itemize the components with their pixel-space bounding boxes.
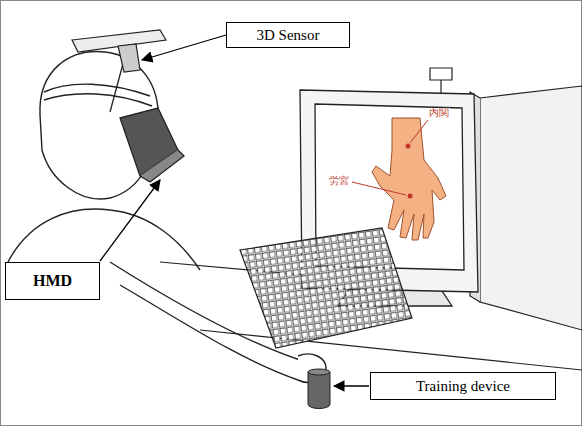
training-device-part <box>308 369 330 375</box>
hand-picture-part <box>410 120 428 143</box>
sensor-mount <box>72 30 166 72</box>
person-part <box>44 94 152 106</box>
keyboard <box>240 228 412 348</box>
person-part <box>110 262 300 360</box>
head-mounted-display <box>110 60 184 182</box>
desk <box>160 68 582 370</box>
desk-part <box>430 68 452 80</box>
keyboard-part <box>240 228 412 348</box>
head-mounted-display-part <box>140 150 184 182</box>
computer-tower <box>470 86 582 330</box>
hand-picture <box>352 118 446 240</box>
person-part <box>120 285 298 380</box>
callout-text: Training device <box>416 378 510 395</box>
head-mounted-display-part <box>110 60 124 112</box>
leader-lines-part <box>334 385 369 386</box>
leader-lines-part <box>142 35 226 60</box>
callout-box: HMD <box>5 262 100 300</box>
callout-box: Training device <box>370 372 556 400</box>
desk-part <box>200 330 582 370</box>
person-part <box>8 209 200 270</box>
callout-text: 3D Sensor <box>257 27 320 44</box>
callout-box: 3D Sensor <box>226 22 350 48</box>
person <box>8 52 326 383</box>
hand-picture-part <box>372 118 446 240</box>
training-device-part <box>308 372 330 409</box>
leader-lines <box>100 35 369 386</box>
training-device <box>308 369 330 409</box>
acupoint-label: 労宮 <box>328 176 350 186</box>
hand-picture-part <box>352 182 406 195</box>
hand-picture-part <box>406 144 411 149</box>
computer-tower-part <box>480 86 582 330</box>
hand-picture-part <box>408 194 413 199</box>
acupoint-label: 内関 <box>428 108 450 118</box>
leader-lines-part <box>100 180 160 261</box>
sensor-mount-part <box>118 44 140 72</box>
callout-text: HMD <box>33 272 72 290</box>
